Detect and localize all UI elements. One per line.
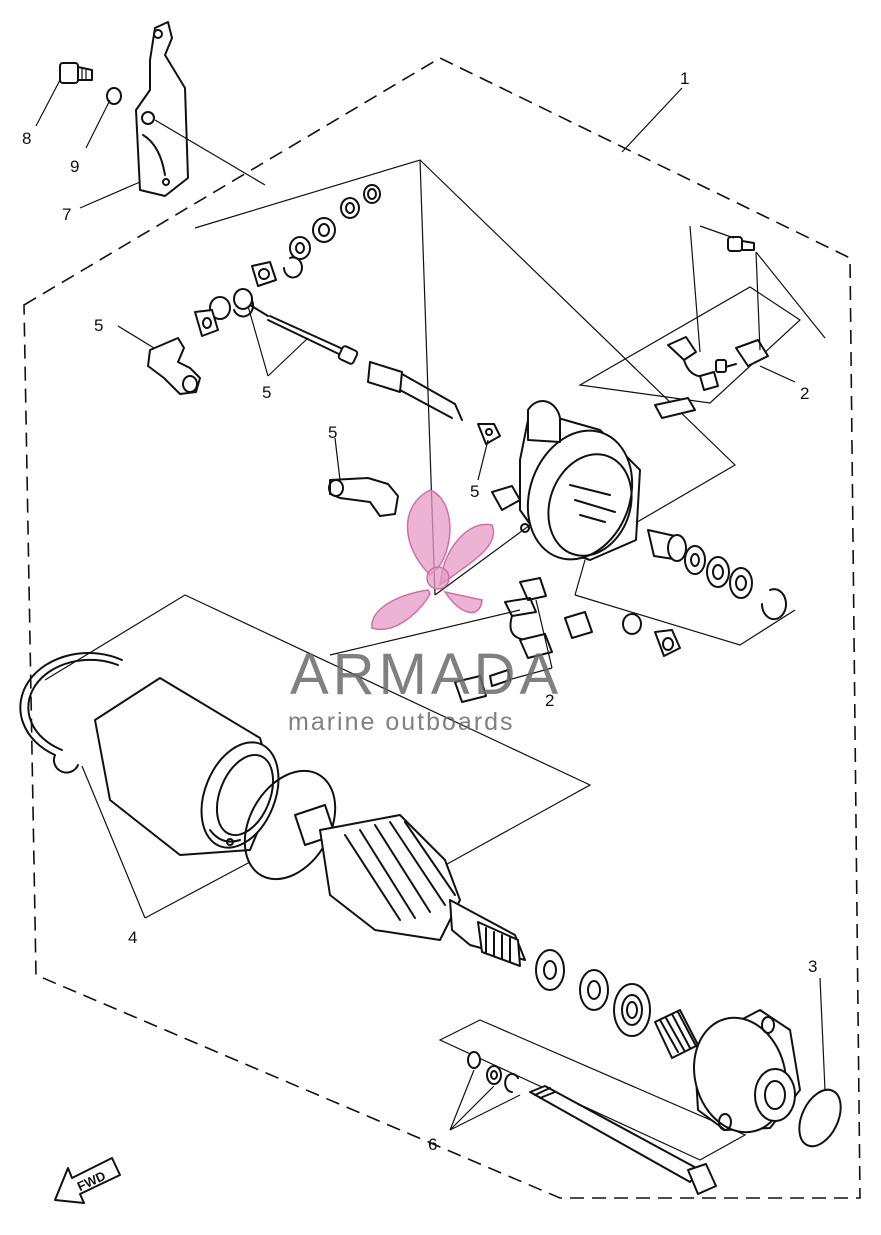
terminal-eyelet-5 — [233, 288, 359, 365]
bushing-washers — [647, 529, 787, 621]
lock-washer-6c — [504, 1073, 519, 1093]
callout-4: 4 — [128, 928, 137, 947]
callout-9: 9 — [70, 157, 79, 176]
bearing — [613, 983, 651, 1037]
terminal-nut — [654, 629, 681, 657]
callout-1: 1 — [680, 69, 689, 88]
propeller-logo-icon — [371, 489, 495, 631]
terminal-frame — [574, 594, 796, 646]
thru-bolt — [529, 1085, 717, 1195]
bolt-frame — [438, 1019, 747, 1161]
assembly-boundary-dashed — [23, 57, 861, 1199]
brush-holder-2b — [454, 577, 593, 703]
callout-2-lower: 2 — [545, 691, 554, 710]
armada-watermark: ARMADA marine outboards — [288, 489, 562, 736]
callout-5-eyelet: 5 — [262, 383, 271, 402]
brush-kit-frame-right — [578, 286, 801, 404]
yoke-housing — [94, 677, 280, 856]
callout-2-upper: 2 — [800, 384, 809, 403]
callout-5-lug: 5 — [470, 482, 479, 501]
o-ring-4a — [19, 651, 123, 774]
washer-6b — [486, 1065, 502, 1085]
washer-stack-top — [194, 184, 381, 337]
callout-6: 6 — [428, 1135, 437, 1154]
rear-cover — [491, 400, 641, 561]
yoke-frame — [44, 594, 592, 869]
fwd-direction-marker: FWD — [54, 1157, 121, 1204]
watermark-title: ARMADA — [290, 642, 562, 707]
callout-8: 8 — [22, 129, 31, 148]
rubber-boot-5b — [328, 477, 399, 517]
rubber-boot-5a — [147, 337, 201, 395]
brush-holder-frame — [194, 159, 736, 536]
watermark-subtitle: marine outboards — [288, 708, 515, 736]
callout-5-left: 5 — [94, 316, 103, 335]
o-ring-small — [622, 613, 642, 635]
callout-7: 7 — [62, 205, 71, 224]
terminal-lug-5b — [477, 423, 501, 445]
fwd-label: FWD — [75, 1168, 108, 1194]
bracket-7 — [135, 21, 189, 197]
needle-bearing — [654, 1009, 699, 1059]
callout-5-boot: 5 — [328, 423, 337, 442]
armature — [294, 804, 526, 967]
callout-3: 3 — [808, 957, 817, 976]
brush-holder-2a — [654, 336, 769, 419]
washer-6a — [467, 1051, 481, 1069]
washer-9 — [106, 87, 122, 105]
brush-screw-upper — [727, 236, 755, 252]
bolt-8 — [59, 62, 93, 84]
leader-lines — [35, 79, 826, 1131]
thrust-washers — [535, 949, 609, 1011]
terminal-rod — [367, 361, 463, 421]
front-cover — [693, 1009, 801, 1134]
o-ring-3 — [798, 1088, 842, 1148]
